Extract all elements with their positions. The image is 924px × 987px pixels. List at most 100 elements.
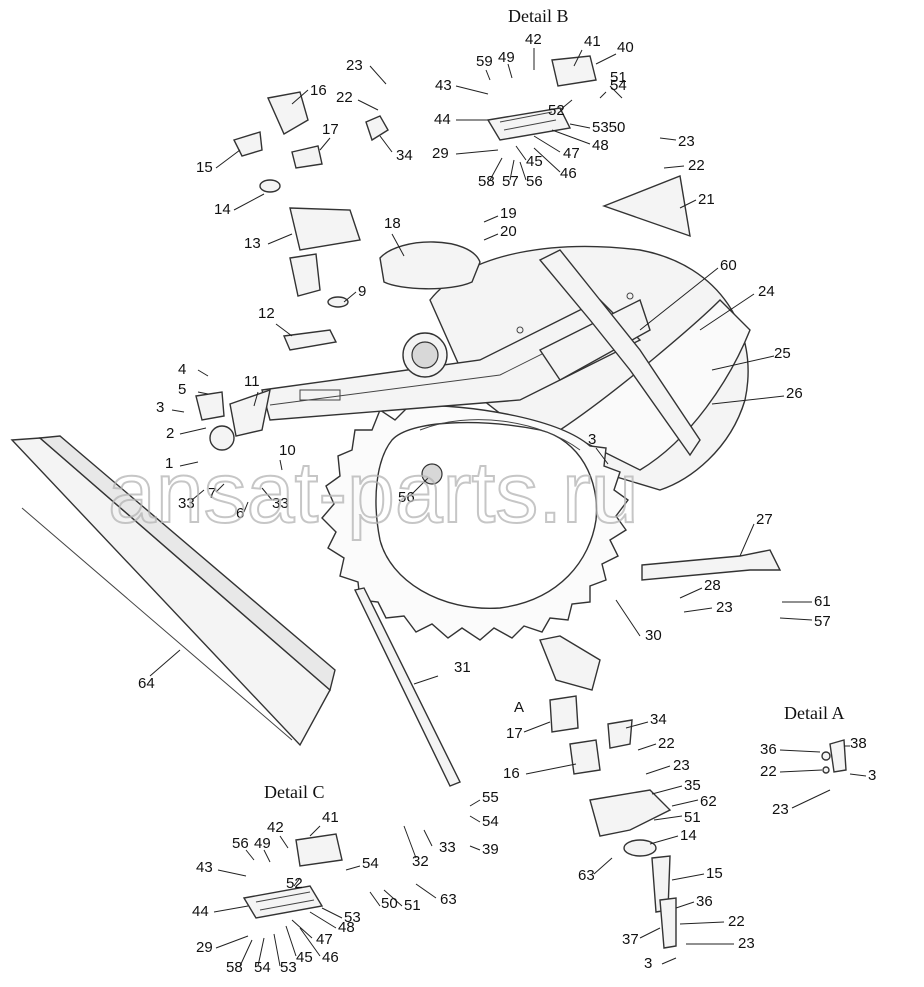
- ring-gear: [321, 404, 629, 641]
- leader-line: [711, 395, 785, 405]
- leader-line: [299, 927, 321, 957]
- leader-line: [645, 765, 671, 775]
- part-callout-45: 45: [296, 949, 313, 966]
- long-bar: [353, 587, 461, 787]
- leader-line: [383, 889, 403, 907]
- leader-line: [245, 849, 255, 861]
- part-callout-21: 21: [698, 191, 715, 208]
- part-callout-62: 62: [700, 793, 717, 810]
- leader-line: [573, 49, 583, 67]
- part-callout-50: 50: [381, 895, 398, 912]
- part-callout-49: 49: [498, 49, 515, 66]
- part-callout-49: 49: [254, 835, 271, 852]
- leader-line: [683, 607, 713, 613]
- leader-line: [615, 599, 641, 637]
- part-callout-24: 24: [758, 283, 775, 300]
- detail-a-parts: [821, 739, 847, 774]
- leader-line: [309, 825, 321, 837]
- part-callout-45: 45: [526, 153, 543, 170]
- leader-line: [343, 291, 357, 303]
- leader-line: [319, 137, 331, 151]
- leader-line: [179, 461, 199, 467]
- part-callout-63: 63: [578, 867, 595, 884]
- leader-line: [779, 617, 813, 621]
- leader-line: [525, 763, 577, 775]
- leader-line: [263, 849, 271, 863]
- part-callout-42: 42: [267, 819, 284, 836]
- part-callout-23: 23: [716, 599, 733, 616]
- leader-line: [217, 869, 247, 877]
- part-callout-33: 33: [178, 495, 195, 512]
- part-callout-16: 16: [310, 82, 327, 99]
- part-callout-4: 4: [178, 361, 186, 378]
- leader-line: [791, 789, 831, 809]
- part-callout-39: 39: [482, 841, 499, 858]
- leader-line: [279, 459, 283, 471]
- part-callout-5: 5: [178, 381, 186, 398]
- part-callout-26: 26: [786, 385, 803, 402]
- part-callout-23: 23: [346, 57, 363, 74]
- leader-line: [507, 63, 513, 79]
- part-callout-22: 22: [688, 157, 705, 174]
- leader-line: [661, 957, 677, 965]
- part-callout-28: 28: [704, 577, 721, 594]
- part-callout-17: 17: [322, 121, 339, 138]
- leader-line: [293, 877, 301, 887]
- part-callout-43: 43: [435, 77, 452, 94]
- leader-line: [659, 137, 677, 141]
- part-callout-29: 29: [432, 145, 449, 162]
- leader-line: [197, 391, 209, 395]
- part-callout-3: 3: [588, 431, 596, 448]
- part-callout-27: 27: [756, 511, 773, 528]
- part-callout-56: 56: [398, 489, 415, 506]
- part-callout-54: 54: [254, 959, 271, 976]
- leader-line: [215, 149, 241, 169]
- part-callout-43: 43: [196, 859, 213, 876]
- leader-line: [243, 501, 249, 513]
- leader-line: [215, 483, 225, 493]
- leader-line: [671, 873, 705, 881]
- main-beam: [261, 249, 701, 457]
- leader-line: [279, 835, 289, 849]
- part-callout-3: 3: [868, 767, 876, 784]
- part-callout-40: 40: [617, 39, 634, 56]
- part-callout-33: 33: [439, 839, 456, 856]
- part-callout-58: 58: [226, 959, 243, 976]
- part-callout-53: 53: [344, 909, 361, 926]
- part-callout-14: 14: [680, 827, 697, 844]
- leader-lines: [149, 48, 867, 967]
- leader-line: [403, 825, 417, 859]
- leader-line: [197, 369, 209, 377]
- part-callout-23: 23: [738, 935, 755, 952]
- leader-line: [469, 845, 481, 851]
- part-callout-9: 9: [358, 283, 366, 300]
- part-callout-44: 44: [192, 903, 209, 920]
- leader-line: [257, 937, 265, 967]
- part-callout-58: 58: [478, 173, 495, 190]
- part-callout-17: 17: [506, 725, 523, 742]
- part-callout-3: 3: [156, 399, 164, 416]
- part-callout-15: 15: [706, 865, 723, 882]
- detail-c-parts: [242, 833, 343, 919]
- detail-a-title: Detail A: [784, 703, 845, 723]
- part-callout-51: 51: [404, 897, 421, 914]
- leader-line: [679, 199, 697, 209]
- leader-line: [639, 927, 661, 939]
- leader-line: [455, 85, 489, 95]
- lower-right-assembly: [539, 635, 677, 949]
- leader-line: [273, 933, 281, 967]
- part-callout-22: 22: [336, 89, 353, 106]
- part-callout-64: 64: [138, 675, 155, 692]
- part-callout-22: 22: [728, 913, 745, 930]
- part-callout-53: 53: [280, 959, 297, 976]
- blade: [10, 435, 336, 747]
- part-callout-46: 46: [560, 165, 577, 182]
- leader-line: [663, 165, 685, 169]
- leader-line: [291, 89, 309, 105]
- part-callout-36: 36: [760, 741, 777, 758]
- part-callout-54: 54: [482, 813, 499, 830]
- plate-21: [601, 175, 691, 238]
